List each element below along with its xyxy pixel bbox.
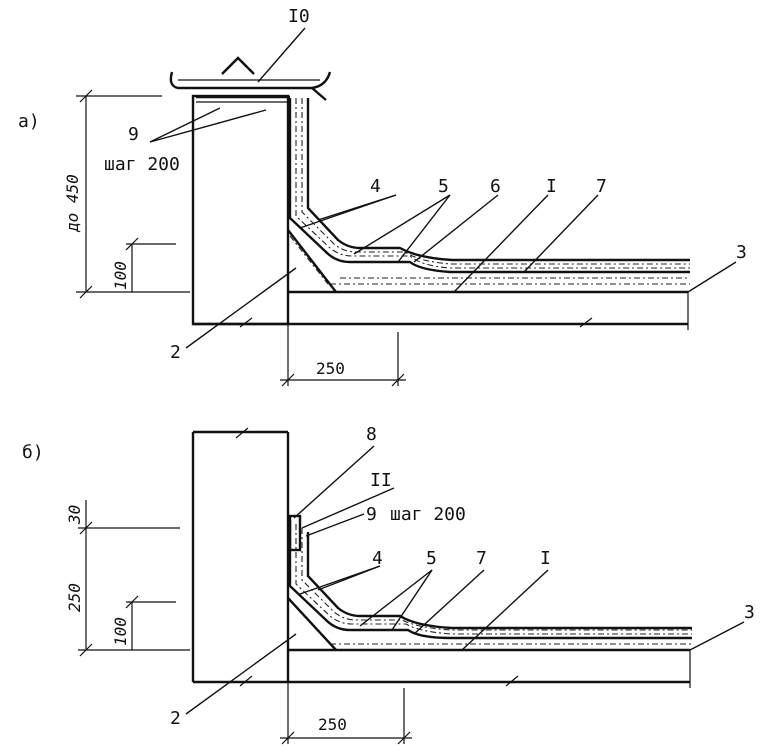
dim-b-height: 250	[65, 583, 84, 612]
callout-a-9: 9	[128, 124, 139, 145]
callout-b-1: I	[540, 548, 551, 569]
callout-a-10: I0	[288, 6, 310, 27]
dim-b-top: 30	[65, 505, 84, 525]
callout-a-3: 3	[736, 242, 747, 263]
detail-a-dimensions	[76, 89, 406, 387]
dim-b-width: 250	[318, 715, 347, 734]
cap-flashing	[169, 56, 332, 103]
detail-b-label: б)	[22, 442, 44, 463]
callout-a-5: 5	[438, 176, 449, 197]
dim-a-height: до 450	[63, 174, 82, 233]
detail-b: б)	[22, 424, 755, 745]
detail-a: а)	[18, 6, 747, 387]
roof-slab-b	[193, 648, 691, 688]
callout-b-9: 9	[366, 504, 377, 525]
dim-a-width: 250	[316, 359, 345, 378]
callout-b-3: 3	[744, 602, 755, 623]
detail-a-leaders	[149, 27, 737, 349]
termination-strip	[288, 514, 302, 552]
callout-a-2: 2	[170, 342, 181, 363]
membrane-layers	[287, 98, 690, 293]
callout-a-4: 4	[370, 176, 381, 197]
membrane-layers-b	[287, 520, 692, 651]
parapet-wall	[191, 94, 290, 326]
callout-b-9-step: шаг 200	[390, 504, 466, 525]
callout-a-7: 7	[596, 176, 607, 197]
detail-a-label: а)	[18, 111, 40, 132]
callout-a-6: 6	[490, 176, 501, 197]
callout-b-7: 7	[476, 548, 487, 569]
callout-b-5: 5	[426, 548, 437, 569]
dim-b-rise: 100	[111, 617, 130, 646]
roof-slab	[193, 290, 689, 330]
callout-a-9-step: шаг 200	[104, 154, 180, 175]
detail-b-dimensions	[78, 500, 412, 745]
callout-b-11: II	[370, 470, 392, 491]
callout-b-4: 4	[372, 548, 383, 569]
wall-b	[191, 427, 290, 682]
detail-b-leaders	[185, 445, 745, 715]
callout-a-1: I	[546, 176, 557, 197]
callout-b-2: 2	[170, 708, 181, 729]
dim-a-rise: 100	[111, 261, 130, 290]
callout-b-8: 8	[366, 424, 377, 445]
